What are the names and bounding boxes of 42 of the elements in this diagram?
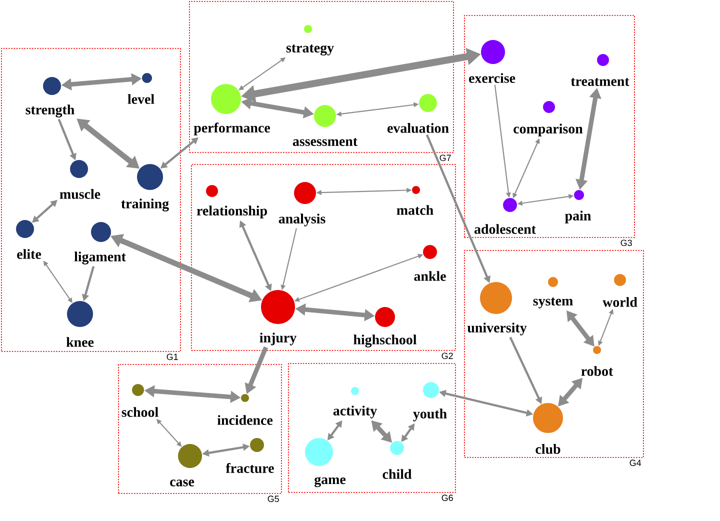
group-label: G7 — [440, 154, 451, 162]
keyword-label: injury — [260, 332, 296, 346]
keyword-label: ligament — [74, 252, 126, 264]
keyword-label: highschool — [354, 334, 417, 348]
keyword-label: training — [121, 198, 169, 212]
keyword-label: youth — [413, 408, 447, 422]
keyword-label: system — [533, 298, 573, 308]
keyword-label: case — [170, 480, 194, 486]
keyword-label: adolescent — [474, 224, 536, 234]
keyword-label: strategy — [286, 44, 334, 56]
keyword-label: ankle — [414, 271, 446, 281]
keyword-label: child — [382, 469, 412, 479]
group-label: G4 — [630, 460, 642, 466]
keyword-label: school — [122, 407, 158, 417]
keyword-label: world — [602, 297, 638, 307]
keyword-label: analysis — [278, 214, 326, 226]
keyword-label: muscle — [60, 189, 100, 199]
keyword-label: university — [467, 322, 527, 336]
keyword-label: game — [314, 476, 346, 488]
keyword-label: club — [536, 444, 560, 454]
keyword-label: fracture — [226, 463, 274, 473]
keyword-label: pain — [565, 210, 591, 224]
group-label: G2 — [442, 352, 453, 360]
keyword-label: strength — [26, 104, 74, 118]
group-label: G1 — [166, 354, 178, 360]
keyword-label: incidence — [217, 415, 273, 425]
group-label: G5 — [268, 496, 279, 502]
group-label: G6 — [442, 494, 453, 502]
keyword-label: match — [396, 205, 434, 215]
keyword-label: treatment — [570, 78, 630, 86]
keyword-label: elite — [17, 249, 42, 259]
keyword-label: exercise — [469, 73, 516, 83]
keyword-label: relationship — [196, 206, 267, 218]
keyword-label: level — [128, 94, 154, 104]
group-label: G3 — [620, 240, 632, 246]
keyword-label: robot — [581, 366, 614, 376]
keyword-label: evaluation — [388, 123, 449, 133]
keyword-label: performance — [194, 122, 270, 136]
keyword-label: comparison — [514, 124, 583, 136]
keyword-label: activity — [333, 406, 377, 418]
keyword-label: assessment — [292, 138, 358, 146]
keyword-label: knee — [66, 337, 94, 347]
